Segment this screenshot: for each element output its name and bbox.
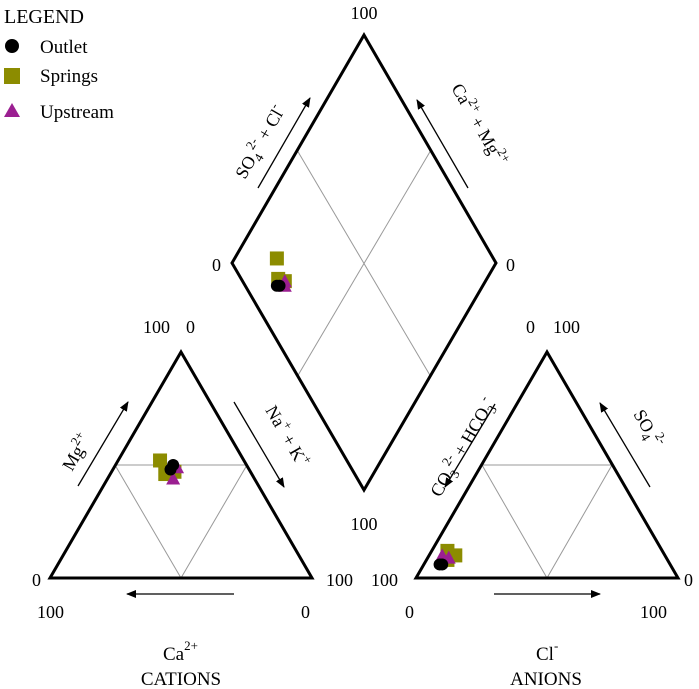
diamond-point-outlet-1 bbox=[273, 279, 286, 292]
cation-ca-label: Ca2+ bbox=[163, 638, 198, 665]
anion-corner-top-left: 0 bbox=[526, 317, 535, 337]
anion-so4-arrow bbox=[599, 402, 651, 488]
legend-title: LEGEND bbox=[4, 6, 84, 28]
cation-title: CATIONS bbox=[141, 669, 221, 689]
cation-nak-label: Na+ + K+ bbox=[262, 400, 317, 471]
anion-grid-right-diagonal bbox=[546, 464, 613, 579]
cation-corner-left: 0 bbox=[32, 570, 41, 590]
anion-corner-top-right: 100 bbox=[553, 317, 580, 337]
legend-entry-outlet: Outlet bbox=[5, 37, 88, 58]
diamond-point-springs-0 bbox=[269, 251, 284, 266]
cation-corner-right: 100 bbox=[326, 570, 353, 590]
anion-co3hco3-arrow bbox=[444, 403, 496, 488]
diamond-camg-label: Ca2+ + Mg2+ bbox=[448, 78, 515, 170]
cation-corner-bottom-left: 100 bbox=[37, 602, 64, 622]
legend-entry-upstream: Upstream bbox=[4, 102, 114, 123]
anion-grid-left-diagonal bbox=[481, 464, 548, 579]
anion-corner-right: 0 bbox=[684, 570, 693, 590]
cation-corner-bottom-right: 0 bbox=[301, 602, 310, 622]
legend-label-upstream: Upstream bbox=[40, 102, 114, 123]
diamond-camg-arrow bbox=[416, 99, 469, 189]
cation-point-outlet-1 bbox=[167, 459, 180, 471]
anion-corner-bottom-right: 100 bbox=[640, 602, 667, 622]
diamond-outline bbox=[230, 32, 498, 493]
anion-triangle: 0 100 100 0 0 100 CO32- + HCO3- SO42- Cl… bbox=[371, 317, 693, 689]
legend-entry-springs: Springs bbox=[4, 66, 98, 87]
cation-triangle: 100 0 0 100 100 0 Mg2+ Na+ + K+ Ca2+ CAT… bbox=[32, 317, 353, 689]
anion-corner-left: 100 bbox=[371, 570, 398, 590]
cation-grid-left-diagonal bbox=[114, 464, 182, 579]
cation-mg-arrow bbox=[77, 401, 129, 487]
diamond-corner-right: 0 bbox=[506, 255, 515, 275]
anion-so4-label: SO42- bbox=[626, 404, 670, 453]
anion-title: ANIONS bbox=[510, 669, 582, 689]
diamond-grid-2 bbox=[296, 149, 432, 378]
cation-point-springs-0 bbox=[153, 453, 168, 468]
anion-corner-bottom-left: 0 bbox=[405, 602, 414, 622]
legend-label-springs: Springs bbox=[40, 66, 98, 87]
legend: LEGEND Outlet Springs Upstream bbox=[4, 6, 114, 123]
cation-corner-top-left: 100 bbox=[143, 317, 170, 337]
cation-triangle-outline bbox=[47, 349, 315, 580]
anion-cl-label: Cl- bbox=[536, 638, 558, 665]
legend-marker-springs bbox=[4, 68, 20, 84]
cation-point-upstream-0 bbox=[166, 471, 181, 485]
anion-point-outlet-1 bbox=[436, 558, 449, 571]
cation-grid-right-diagonal bbox=[180, 464, 248, 579]
legend-label-outlet: Outlet bbox=[40, 37, 88, 58]
diamond-so4cl-arrow bbox=[257, 97, 311, 189]
diamond-so4cl-label: SO42- + Cl- bbox=[228, 100, 293, 184]
legend-marker-upstream bbox=[4, 103, 20, 117]
diamond-corner-top: 100 bbox=[351, 3, 378, 23]
diamond-corner-left: 0 bbox=[212, 255, 221, 275]
cation-corner-top-right: 0 bbox=[186, 317, 195, 337]
cation-nak-arrow bbox=[233, 401, 285, 488]
legend-marker-outlet bbox=[5, 39, 19, 53]
data-points bbox=[153, 251, 463, 571]
anion-triangle-outline bbox=[413, 349, 681, 580]
diamond-corner-bottom: 100 bbox=[351, 514, 378, 534]
